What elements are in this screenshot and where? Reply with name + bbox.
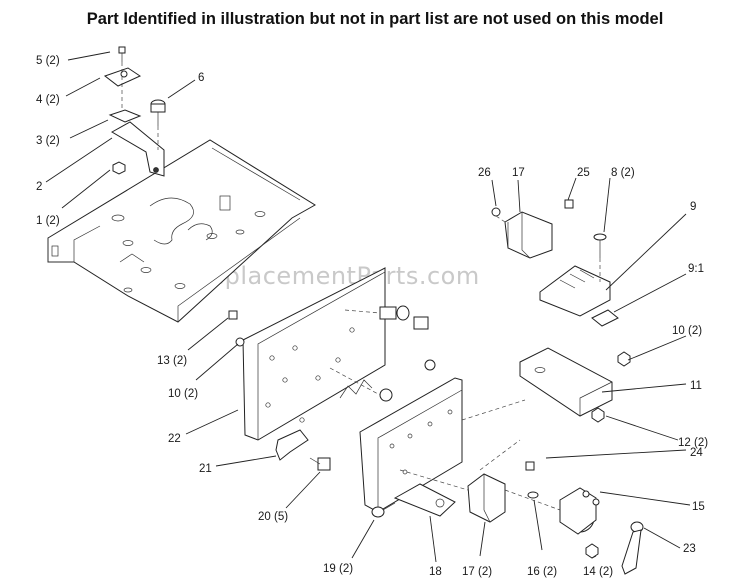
panel-bolts xyxy=(228,305,436,402)
callout-15: 15 xyxy=(692,501,705,513)
diagram-title: Part Identified in illustration but not … xyxy=(86,10,664,28)
callout-9: 9 xyxy=(690,201,696,213)
callout-21: 21 xyxy=(199,463,212,475)
callout-18: 18 xyxy=(429,566,442,578)
solenoid-assembly xyxy=(504,461,644,575)
screw-19 xyxy=(371,502,396,518)
terminal-block xyxy=(539,233,619,327)
alignment-lines xyxy=(399,215,601,491)
callout-20: 20 (5) xyxy=(258,511,288,523)
callout-3: 3 (2) xyxy=(36,135,60,147)
base-plate xyxy=(47,139,316,323)
callout-22: 22 xyxy=(168,433,181,445)
callout-2: 2 xyxy=(36,181,42,193)
callout-25: 25 xyxy=(577,167,590,179)
bracket-11 xyxy=(519,347,631,423)
callout-11: 11 xyxy=(690,380,702,392)
callout-17-top: 17 xyxy=(512,167,525,179)
callout-1: 1 (2) xyxy=(36,215,60,227)
callout-16: 16 (2) xyxy=(527,566,557,578)
callout-12: 12 (2) xyxy=(678,437,708,449)
callout-9-1: 9:1 xyxy=(688,263,704,275)
callout-17-bottom: 17 (2) xyxy=(462,566,492,578)
callout-10-left: 10 (2) xyxy=(168,388,198,400)
callout-10-right: 10 (2) xyxy=(672,325,702,337)
l-bracket xyxy=(359,377,463,517)
relay-bottom xyxy=(467,473,506,523)
callout-8: 8 (2) xyxy=(611,167,635,179)
callout-24: 24 xyxy=(690,447,703,459)
callout-13: 13 (2) xyxy=(157,355,187,367)
callout-26: 26 xyxy=(478,167,491,179)
callout-5: 5 (2) xyxy=(36,55,60,67)
relay-top xyxy=(491,199,574,259)
leader-lines xyxy=(45,51,691,563)
callout-6: 6 xyxy=(198,72,204,84)
callout-labels: 5 (2) 4 (2) 3 (2) 2 1 (2) 6 26 17 25 8 (… xyxy=(36,55,708,578)
callout-14: 14 (2) xyxy=(583,566,613,578)
callout-23: 23 xyxy=(683,543,696,555)
callout-19: 19 (2) xyxy=(323,563,353,575)
mounting-panel xyxy=(242,267,386,441)
small-fasteners-top-left xyxy=(103,46,166,177)
callout-4: 4 (2) xyxy=(36,94,60,106)
clip-and-bolt xyxy=(275,429,331,471)
